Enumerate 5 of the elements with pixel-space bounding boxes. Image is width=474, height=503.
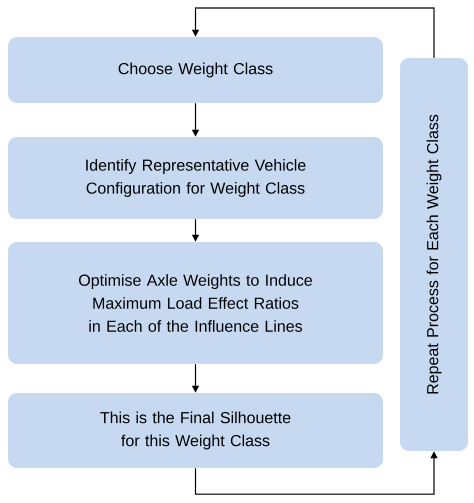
process-box: Identify Representative Vehicle Configuration for Weight Class: [8, 137, 383, 219]
process-box: Repeat Process for Each Weight Class: [400, 58, 468, 451]
process-box: This is the Final Silhouette for this Weight Class: [8, 393, 383, 468]
process-box: Optimise Axle Weights to Induce Maximum Load Effect Ratios in Each of the Influence Lines: [8, 242, 383, 364]
process-box: Choose Weight Class: [8, 37, 383, 103]
